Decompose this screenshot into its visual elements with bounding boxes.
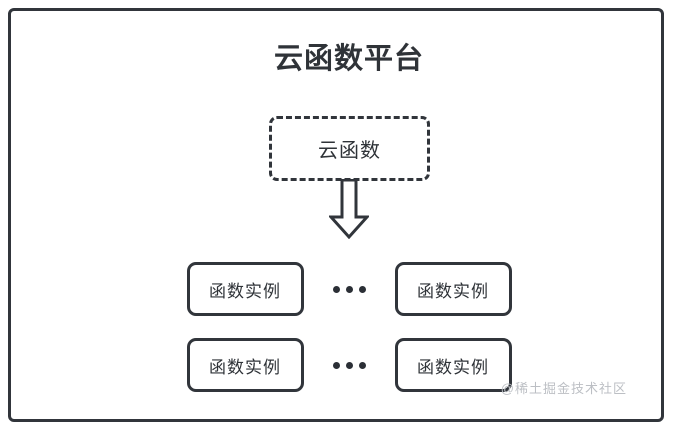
ellipsis-indicator xyxy=(304,338,395,392)
function-instance-box[interactable]: 函数实例 xyxy=(186,262,304,316)
ellipsis-dot xyxy=(345,361,353,369)
function-instance-label: 函数实例 xyxy=(417,357,489,377)
cloud-function-label: 云函数 xyxy=(318,140,381,162)
ellipsis-dot xyxy=(332,285,340,293)
instance-row-1: 函数实例 函数实例 xyxy=(11,262,676,316)
function-instance-box[interactable]: 函数实例 xyxy=(186,338,304,392)
ellipsis-dot xyxy=(345,285,353,293)
function-instance-label: 函数实例 xyxy=(209,357,281,377)
ellipsis-dot xyxy=(358,361,366,369)
function-instance-label: 函数实例 xyxy=(417,281,489,301)
ellipsis-dot xyxy=(358,285,366,293)
down-arrow-icon xyxy=(327,178,371,240)
function-instance-box[interactable]: 函数实例 xyxy=(394,262,512,316)
function-instance-box[interactable]: 函数实例 xyxy=(394,338,512,392)
cloud-function-platform-frame: 云函数平台 云函数 函数实例 函数实例 函数实例 xyxy=(8,8,664,422)
cloud-function-box: 云函数 xyxy=(269,116,430,181)
page-title: 云函数平台 xyxy=(273,43,424,75)
watermark: @稀土掘金技术社区 xyxy=(500,381,627,396)
instance-row-2: 函数实例 函数实例 xyxy=(11,338,676,392)
ellipsis-indicator xyxy=(304,262,395,316)
ellipsis-dot xyxy=(332,361,340,369)
function-instance-label: 函数实例 xyxy=(209,281,281,301)
